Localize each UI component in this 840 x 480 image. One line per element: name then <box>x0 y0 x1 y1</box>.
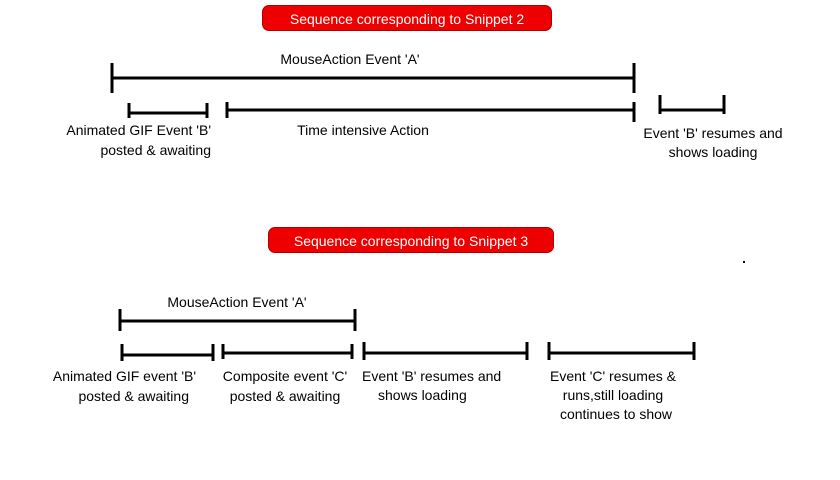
snippet3-mouse-action-bar <box>118 309 357 331</box>
snippet3-event-c-label-line3: continues to show <box>559 406 673 422</box>
snippet2-gif-event-label-line1: Animated GIF Event 'B' <box>66 122 211 138</box>
snippet3-gif-event-bar <box>120 344 215 361</box>
snippet2-time-intensive-label: Time intensive Action <box>297 122 429 138</box>
snippet3-composite-label-line2: posted & awaiting <box>229 388 341 404</box>
snippet3-composite-label-line1: Composite event 'C' <box>222 368 348 384</box>
snippet3-gif-event-label-line2: posted & awaiting <box>78 388 189 404</box>
snippet3-title-banner: Sequence corresponding to Snippet 3 <box>268 227 554 253</box>
snippet3-event-b-label-line1: Event 'B' resumes and <box>362 368 502 384</box>
snippet2-event-b-label-line2: shows loading <box>668 144 758 160</box>
snippet3-event-c-label-line2: runs,still loading <box>562 387 664 403</box>
snippet3-event-b-bar <box>362 342 529 360</box>
snippet2-time-intensive-bar <box>225 102 636 122</box>
snippet2-event-b-bar <box>658 95 726 114</box>
snippet3-gif-event-label-line1: Animated GIF event 'B' <box>52 368 196 384</box>
snippet2-event-b-label-line1: Event 'B' resumes and <box>643 125 783 141</box>
stray-dot <box>743 261 745 263</box>
snippet2-gif-event-label-line2: posted & awaiting <box>100 142 211 158</box>
snippet2-title-banner: Sequence corresponding to Snippet 2 <box>262 5 552 31</box>
snippet2-mouse-action-label: MouseAction Event 'A' <box>280 51 420 67</box>
snippet3-mouse-action-label: MouseAction Event 'A' <box>167 294 307 310</box>
snippet3-event-c-bar <box>547 342 696 360</box>
snippet2-gif-event-bar <box>127 103 209 118</box>
snippet3-composite-event-bar <box>221 344 354 359</box>
snippet2-mouse-action-bar <box>110 63 636 93</box>
snippet3-event-c-label-line1: Event 'C' resumes & <box>550 368 676 384</box>
snippet3-event-b-label-line2: shows loading <box>378 387 467 403</box>
